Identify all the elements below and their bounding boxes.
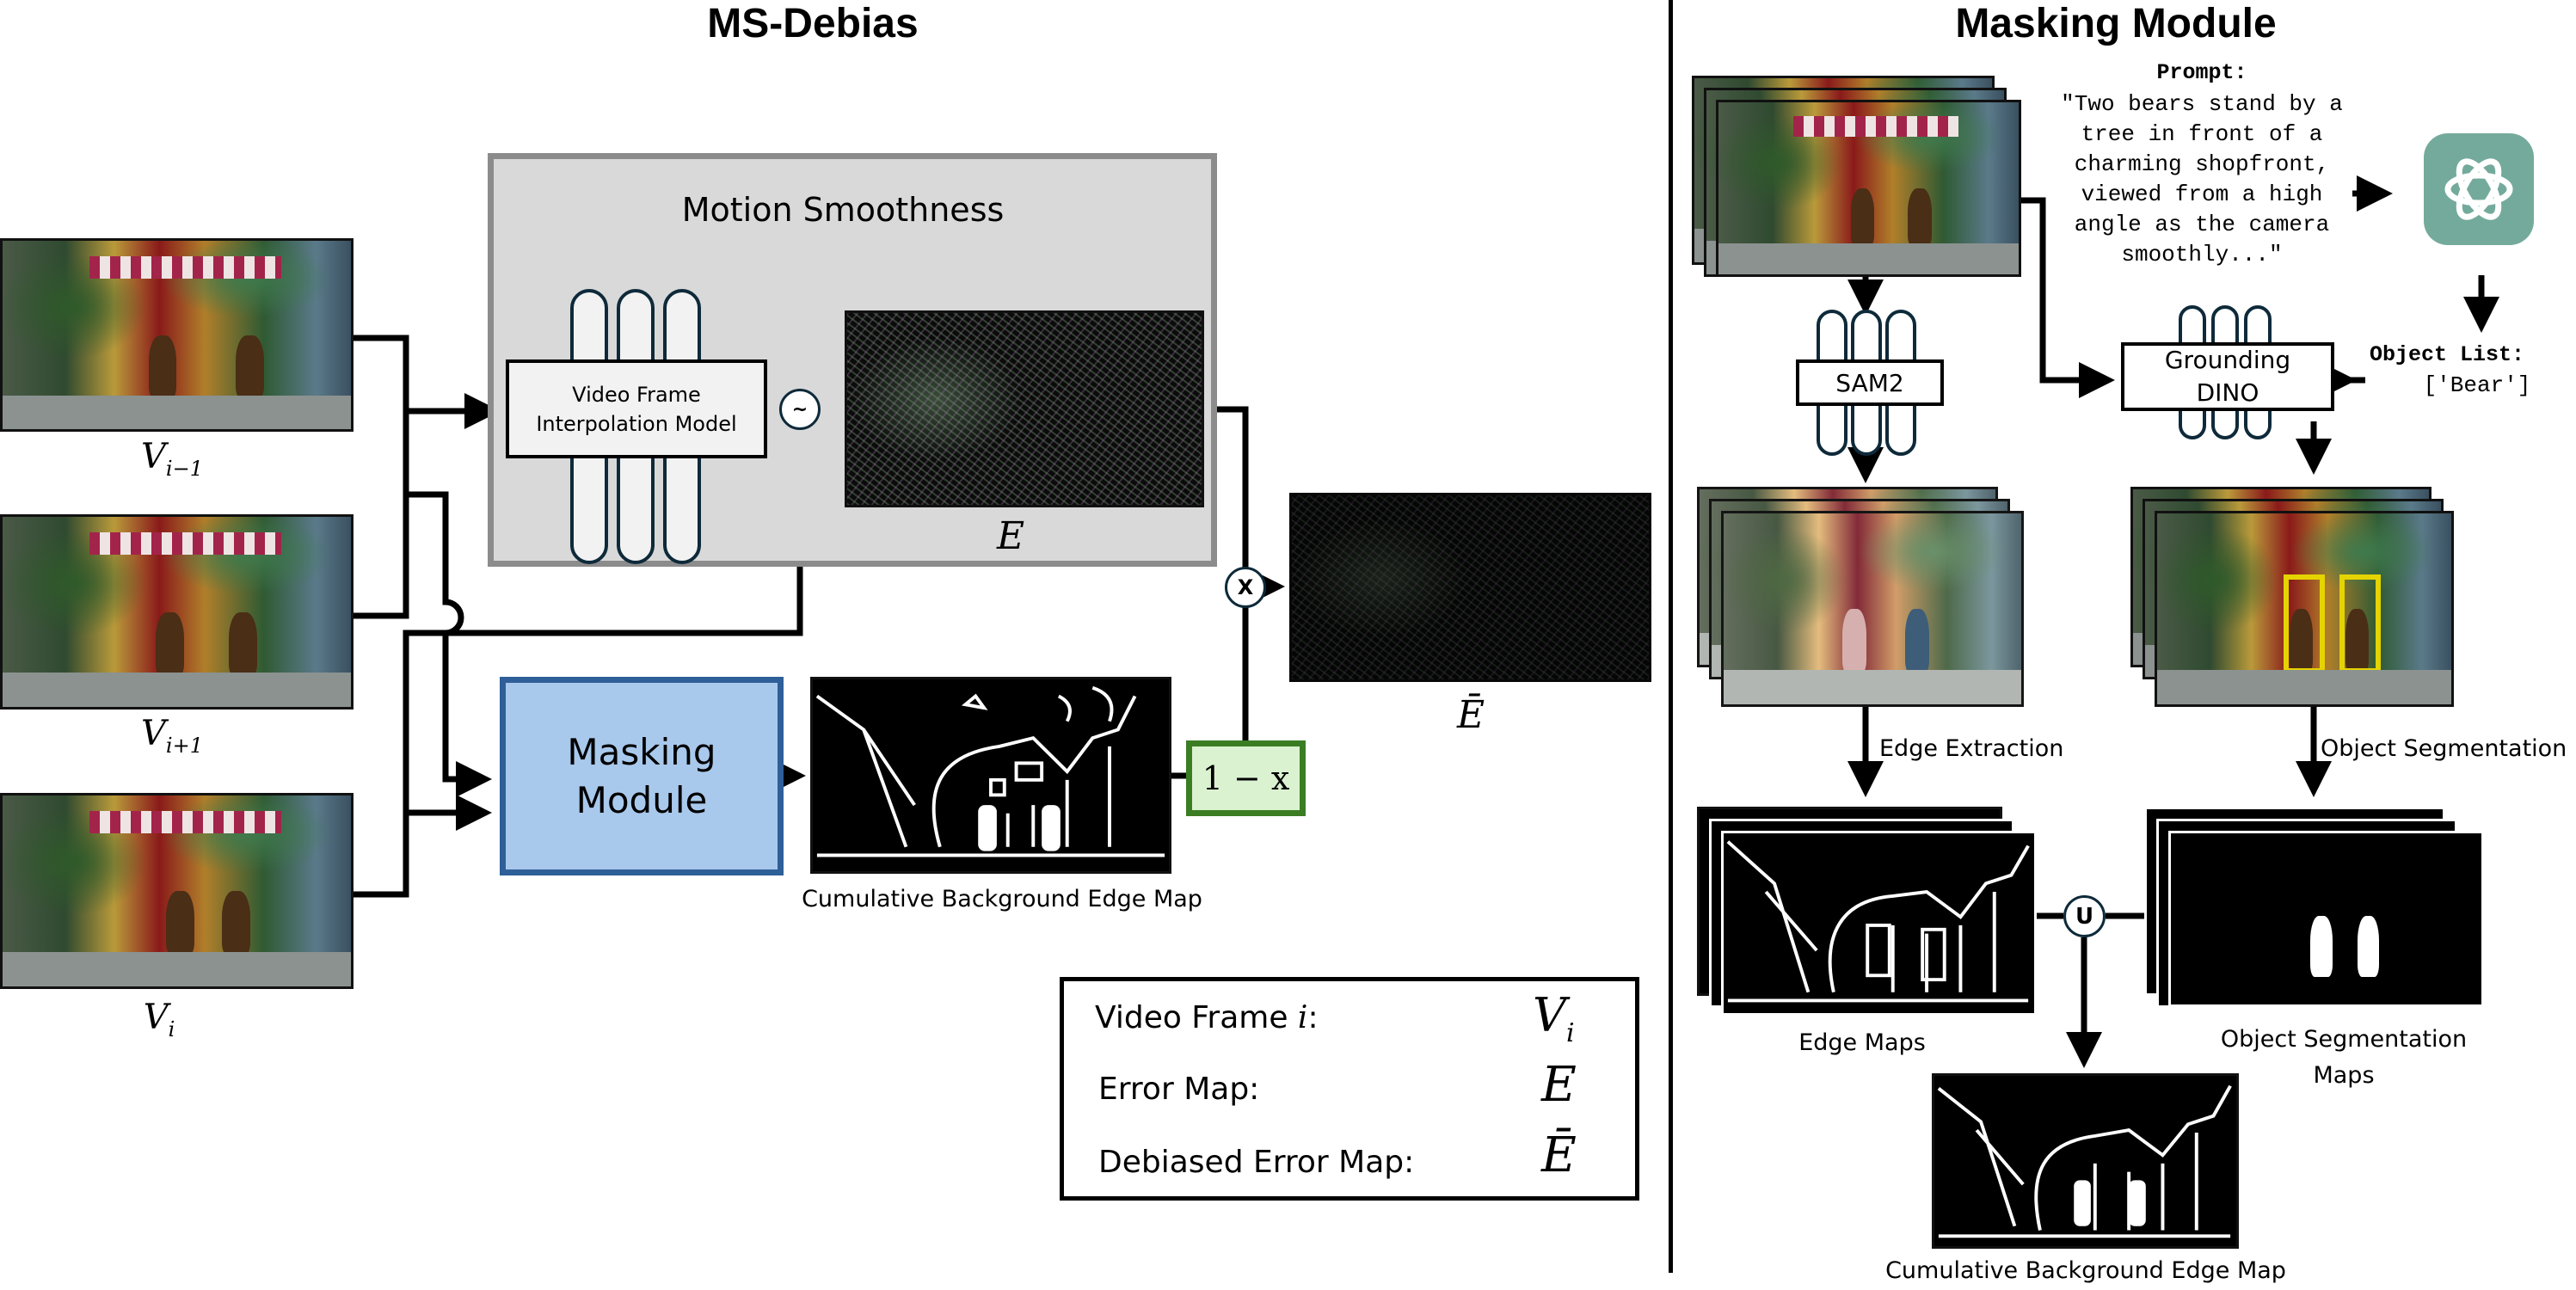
chatgpt-knot-glyph bbox=[2444, 158, 2513, 220]
bear-mask bbox=[2310, 915, 2333, 978]
legend-box: Video Frame i: Vi Error Map: E Debiased … bbox=[1060, 977, 1639, 1201]
legend-row-error-map: Error Map: bbox=[1098, 1072, 1260, 1107]
input-frame-stack-front bbox=[1716, 100, 2021, 277]
bounding-box bbox=[2339, 574, 2381, 674]
difference-operator: ~ bbox=[779, 389, 821, 430]
legend-symbol-debiased-error-map: Ē bbox=[1541, 1127, 1577, 1183]
sam2-box: SAM2 bbox=[1796, 359, 1944, 406]
legend-symbol-error-map: E bbox=[1541, 1057, 1577, 1113]
legend-symbol-video-frame: Vi bbox=[1533, 988, 1575, 1048]
panel-divider bbox=[1669, 0, 1673, 1273]
bear-mask bbox=[2357, 915, 2379, 978]
object-list-heading: Object List: bbox=[2370, 342, 2525, 367]
edge-lines bbox=[815, 685, 1165, 857]
edge-map-stack-front bbox=[1721, 831, 2037, 1016]
cumulative-edge-map-image bbox=[810, 677, 1171, 874]
bus-prev-next bbox=[354, 335, 409, 619]
vfi-model-box: Video Frame Interpolation Model bbox=[506, 359, 767, 458]
object-segmentation-maps-label: Object Segmentation Maps bbox=[2220, 1026, 2468, 1089]
bounding-box bbox=[2284, 574, 2325, 674]
arrow-vi-to-masking bbox=[354, 795, 492, 898]
frame-prev-image bbox=[0, 238, 354, 432]
edge-maps-label: Edge Maps bbox=[1798, 1029, 1926, 1056]
edge-extraction-label: Edge Extraction bbox=[1879, 735, 2064, 762]
invert-operator-box: 1 − x bbox=[1186, 740, 1306, 816]
right-cumulative-edge-map-label: Cumulative Background Edge Map bbox=[1885, 1257, 2286, 1284]
right-cumulative-edge-map-image bbox=[1932, 1073, 2239, 1249]
dino-output-stack-front bbox=[2155, 511, 2454, 707]
error-map-label: E bbox=[996, 514, 1025, 558]
frame-current-image bbox=[0, 793, 354, 989]
grounding-dino-box: Grounding DINO bbox=[2121, 342, 2334, 411]
left-panel-title: MS-Debias bbox=[707, 1, 919, 46]
object-list-value: ['Bear'] bbox=[2423, 372, 2531, 398]
multiply-operator: X bbox=[1225, 567, 1266, 608]
right-panel-title: Masking Module bbox=[1955, 1, 2277, 46]
union-operator: U bbox=[2063, 895, 2106, 937]
masking-module-block: Masking Module bbox=[500, 677, 784, 875]
segmentation-map-stack-front bbox=[2168, 831, 2484, 1007]
frame-current-label: Vi bbox=[143, 998, 175, 1041]
chatgpt-logo-icon bbox=[2424, 133, 2534, 245]
object-segmentation-label: Object Segmentation bbox=[2321, 735, 2567, 762]
debiased-error-map-label: Ē bbox=[1456, 693, 1485, 737]
error-map-image bbox=[845, 310, 1204, 507]
frame-next-image bbox=[0, 514, 354, 710]
debiased-error-map-image bbox=[1289, 493, 1651, 682]
edge-lines bbox=[1726, 840, 2030, 1003]
prompt-text: "Two bears stand by a tree in front of a… bbox=[2061, 91, 2343, 267]
cumulative-edge-map-label: Cumulative Background Edge Map bbox=[802, 886, 1202, 912]
arrow-frames-to-dino bbox=[2021, 197, 2115, 398]
arrow-prev-to-masking bbox=[406, 491, 492, 797]
legend-row-debiased-error-map: Debiased Error Map: bbox=[1098, 1145, 1415, 1180]
motion-smoothness-title: Motion Smoothness bbox=[681, 191, 1005, 229]
edge-lines bbox=[1937, 1084, 2232, 1238]
legend-row-video-frame: Video Frame i: bbox=[1095, 1000, 1319, 1035]
sam2-output-stack-front bbox=[1721, 511, 2024, 707]
frame-next-label: Vi+1 bbox=[141, 714, 203, 758]
prompt-heading: Prompt: bbox=[2156, 60, 2247, 85]
frame-prev-label: Vi−1 bbox=[141, 437, 203, 481]
